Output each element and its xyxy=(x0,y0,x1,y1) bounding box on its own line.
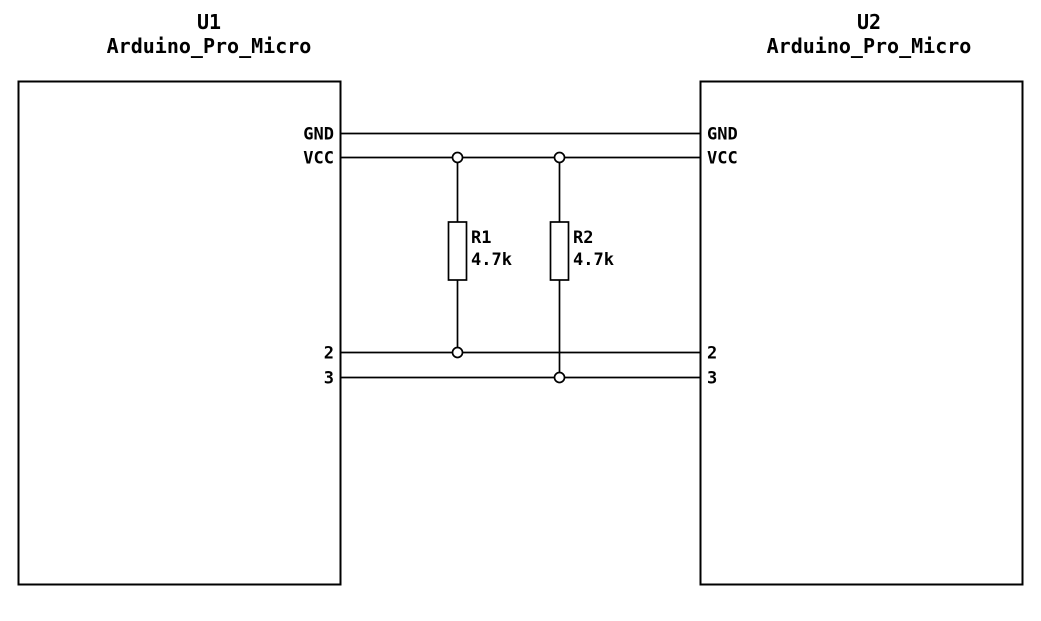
resistor-r2-ref: R2 xyxy=(573,228,593,248)
resistor-r1-ref: R1 xyxy=(471,228,491,248)
resistor-r1: R1 4.7k xyxy=(447,157,512,353)
component-u1-pin-label-2: 2 xyxy=(324,344,334,364)
component-u2-pin-label-vcc: VCC xyxy=(707,149,738,169)
component-u2-pin-label-gnd: GND xyxy=(707,125,738,145)
component-u1: U1 Arduino_Pro_Micro GND VCC 2 3 xyxy=(17,10,342,586)
component-u1-pin-label-3: 3 xyxy=(324,369,334,389)
component-u1-pin-label-vcc: VCC xyxy=(303,149,334,169)
component-u2-body xyxy=(699,80,1024,586)
junction-vcc-r1 xyxy=(451,151,464,164)
component-u2: U2 Arduino_Pro_Micro GND VCC 2 3 xyxy=(699,10,1024,586)
resistor-r2-body xyxy=(549,221,570,281)
wires xyxy=(340,132,701,379)
junctions xyxy=(451,151,566,384)
component-u1-body xyxy=(17,80,342,586)
component-u1-ref: U1 xyxy=(197,10,221,34)
junction-vcc-r2 xyxy=(553,151,566,164)
component-u1-value: Arduino_Pro_Micro xyxy=(107,34,312,58)
junction-pin2-r1 xyxy=(451,346,464,359)
component-u2-pin-label-2: 2 xyxy=(707,344,717,364)
resistor-r1-body xyxy=(447,221,468,281)
component-u2-ref: U2 xyxy=(857,10,881,34)
component-u1-pin-label-gnd: GND xyxy=(303,125,334,145)
component-u2-pin-label-3: 3 xyxy=(707,369,717,389)
resistor-r2-value: 4.7k xyxy=(573,250,614,270)
resistor-r1-value: 4.7k xyxy=(471,250,512,270)
junction-pin3-r2 xyxy=(553,371,566,384)
component-u2-value: Arduino_Pro_Micro xyxy=(767,34,972,58)
resistor-r2: R2 4.7k xyxy=(549,157,614,378)
